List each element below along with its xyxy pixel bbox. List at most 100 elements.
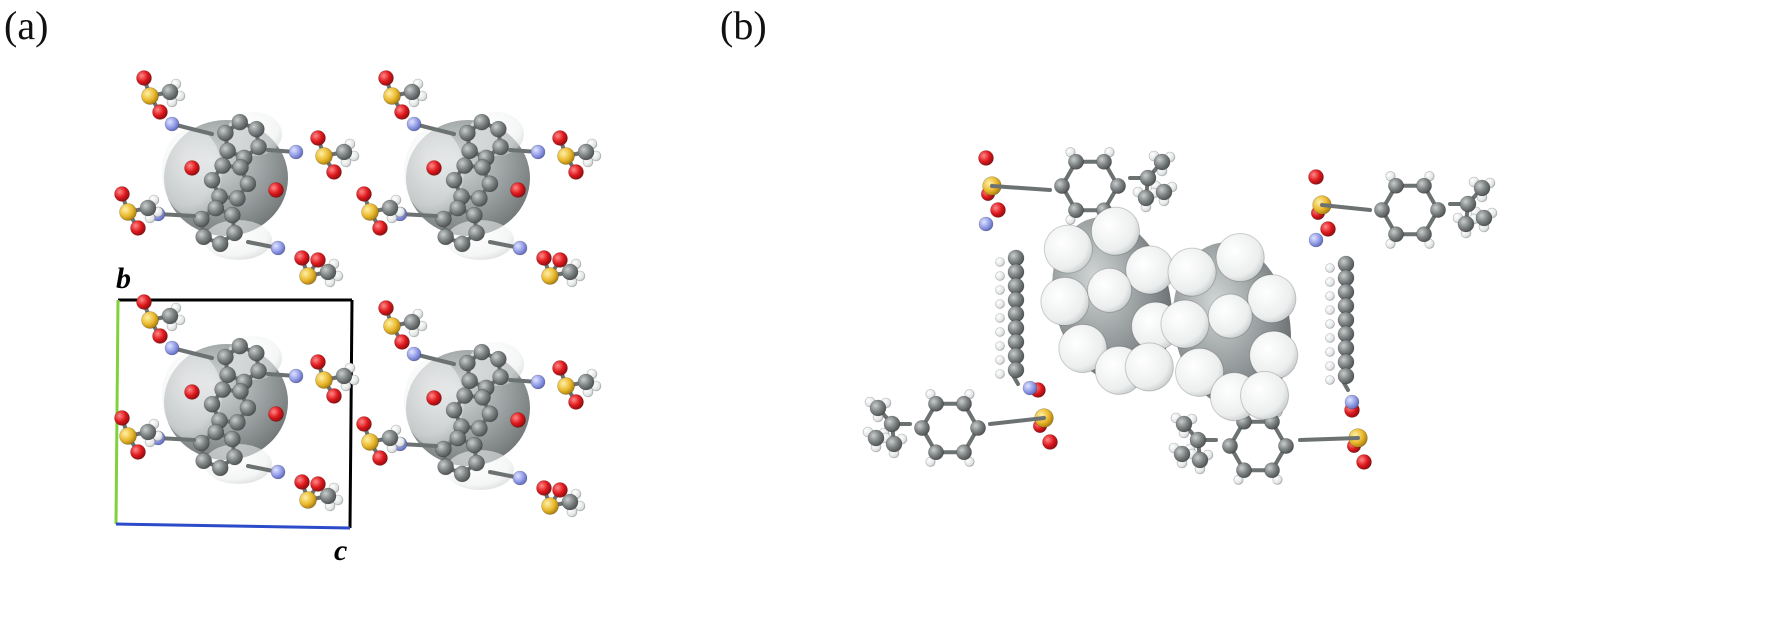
nitrogen-atom <box>978 216 994 232</box>
carbon-atom <box>1337 311 1355 329</box>
oxygen-atom <box>184 160 200 176</box>
carbon-atom <box>1475 209 1493 227</box>
nitrogen-atom <box>1308 232 1324 248</box>
hydrogen-atom <box>1325 333 1335 343</box>
carbon-atom <box>1236 462 1252 479</box>
oxygen-atom <box>310 252 326 268</box>
spacefill-hydrogen-sphere <box>1240 370 1290 420</box>
carbon-atom <box>1007 291 1025 309</box>
carbon-atom <box>561 263 579 281</box>
oxygen-atom <box>152 104 168 120</box>
carbon-atom <box>335 143 353 161</box>
oxygen-atom <box>1042 434 1058 450</box>
carbon-atom <box>474 389 491 406</box>
spacefill-hydrogen-sphere <box>1090 206 1140 256</box>
hydrogen-atom <box>1325 305 1335 315</box>
carbon-atom <box>577 373 595 391</box>
sulfur-atom <box>541 267 559 285</box>
molecule-clusters-a <box>114 70 602 518</box>
carbon-atom <box>211 459 229 477</box>
bond <box>988 416 1046 426</box>
nitrogen-atom <box>406 116 422 132</box>
carbon-atom <box>193 434 210 452</box>
oxygen-atom <box>372 450 388 466</box>
hydrogen-atom <box>995 355 1005 365</box>
carbon-atom <box>435 440 452 458</box>
carbon-atom <box>474 159 491 176</box>
spacefill-hydrogen-sphere <box>1175 347 1225 397</box>
carbon-atom <box>1153 153 1171 171</box>
oxygen-atom <box>152 328 168 344</box>
carbon-atom <box>1337 283 1355 301</box>
carbon-atom <box>224 206 241 224</box>
hydrogen-atom <box>995 299 1005 309</box>
oxygen-atom <box>326 164 342 180</box>
spacefill-hydrogen-sphere <box>1207 293 1253 339</box>
carbon-atom <box>161 83 179 101</box>
panel-a-packing-view <box>114 70 602 530</box>
carbon-atom <box>1337 297 1355 315</box>
carbon-atom <box>217 124 234 142</box>
sulfur-atom <box>557 377 575 395</box>
carbon-atom <box>473 113 491 131</box>
carbon-atom <box>1374 202 1390 218</box>
carbon-atom <box>471 420 488 437</box>
nitrogen-atom <box>530 374 546 390</box>
spacefill-hydrogen-sphere <box>1058 323 1108 373</box>
carbon-atom <box>232 159 249 176</box>
carbon-atom <box>1189 431 1207 449</box>
oxygen-atom <box>136 294 152 310</box>
molecule-cluster <box>114 70 360 288</box>
carbon-atom <box>239 175 257 193</box>
carbon-atom <box>248 344 265 362</box>
carbon-atom <box>217 348 234 366</box>
carbon-atom <box>207 423 225 441</box>
carbon-atom <box>1096 153 1112 170</box>
nitrogen-atom <box>270 240 286 256</box>
carbon-atom <box>1007 319 1025 337</box>
molecule-cluster <box>356 70 602 288</box>
carbon-atom <box>445 401 463 419</box>
carbon-atom <box>1430 202 1446 218</box>
carbon-atom <box>956 395 972 412</box>
oxygen-atom <box>990 202 1006 218</box>
bond <box>1320 203 1372 212</box>
carbon-atom <box>970 420 986 436</box>
nitrogen-atom <box>1022 380 1038 396</box>
carbon-atom <box>461 372 478 390</box>
carbon-atom <box>1416 177 1432 194</box>
carbon-atom <box>139 199 157 217</box>
hydrogen-atom <box>1325 375 1335 385</box>
carbon-atom <box>231 337 249 355</box>
oxygen-atom <box>552 130 568 146</box>
sulfur-atom <box>541 497 559 515</box>
carbon-atom <box>207 199 225 217</box>
molecules-b <box>862 147 1498 485</box>
carbon-atom <box>471 190 488 207</box>
oxygen-atom <box>1308 169 1324 185</box>
carbon-atom <box>1337 325 1355 343</box>
carbon-atom <box>161 307 179 325</box>
carbon-atom <box>1457 215 1475 233</box>
carbon-atom <box>928 395 944 412</box>
carbon-atom <box>231 113 249 131</box>
carbon-atom <box>1054 178 1070 194</box>
oxygen-atom <box>356 186 372 202</box>
carbon-atom <box>914 420 930 436</box>
carbon-atom <box>1388 177 1404 194</box>
carbon-atom <box>453 465 471 483</box>
carbon-atom <box>490 350 507 368</box>
carbon-atom <box>867 429 885 447</box>
carbon-atom <box>250 362 267 380</box>
carbon-atom <box>1337 255 1355 273</box>
sulfur-atom <box>119 427 137 445</box>
carbon-atom <box>1337 269 1355 287</box>
carbon-atom <box>229 414 246 431</box>
nitrogen-atom <box>270 464 286 480</box>
hydrogen-atom <box>1325 347 1335 357</box>
oxygen-atom <box>294 474 310 490</box>
sulfur-atom <box>315 371 333 389</box>
hydrogen-atom <box>995 369 1005 379</box>
oxygen-atom <box>426 390 442 406</box>
oxygen-atom <box>268 406 284 422</box>
